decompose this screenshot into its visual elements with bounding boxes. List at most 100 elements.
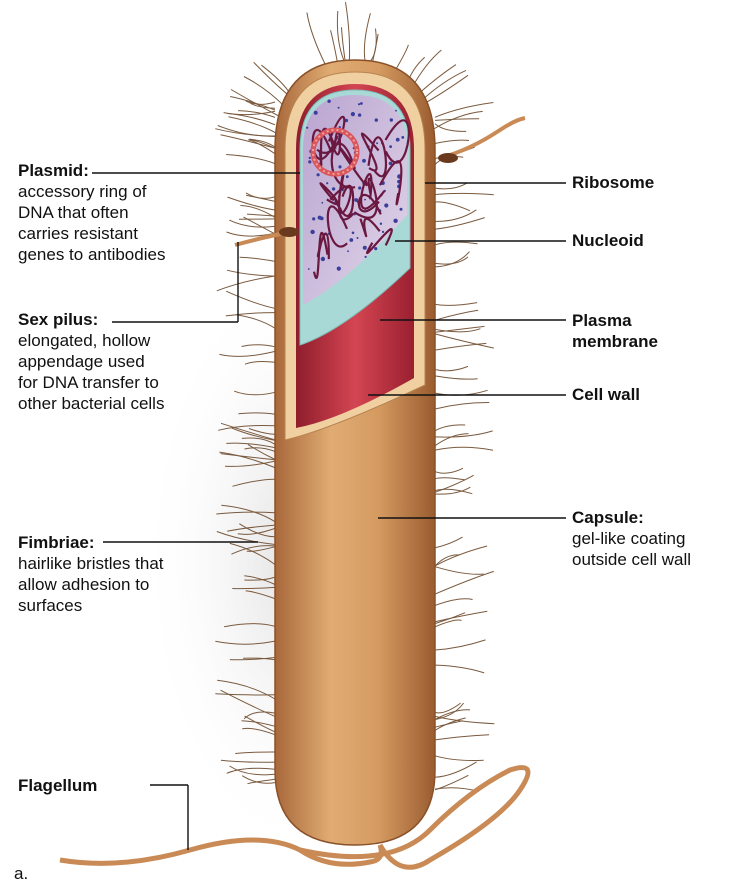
fimbria [231,90,281,118]
fimbria [435,721,463,728]
fimbria [435,210,476,222]
ribosome [321,202,323,204]
flagellum-label: Flagellum [18,775,97,796]
fimbria [254,62,291,97]
ribosome [360,102,363,105]
plasmid-description: accessory ring of DNA that often carries… [18,181,218,265]
fimbriae-title: Fimbriae: [18,532,218,553]
ribosome [338,107,340,109]
fimbria [346,2,350,60]
ribosome [362,159,366,163]
fimbria [435,310,478,320]
fimbria [435,303,477,306]
panel-label: a. [14,864,28,884]
ribosome [389,145,392,148]
nucleoid-label: Nucleoid [572,230,644,251]
ribosome [326,182,328,184]
ribosome [364,199,366,201]
ribosome-title: Ribosome [572,172,654,193]
ribosome [352,232,355,235]
ribosome [393,219,397,223]
ribosome [358,103,360,105]
fimbria [370,29,376,62]
fimbria [435,376,478,379]
ribosome [384,203,388,207]
ribosome [380,223,382,225]
fimbria [240,257,275,261]
ribosome [374,247,377,250]
ribosome [312,217,315,220]
ribosome [382,231,384,233]
fimbria [435,756,484,761]
fimbriae-description: hairlike bristles that allow adhesion to… [18,553,218,616]
fimbria [228,197,276,210]
fimbria [435,242,478,245]
ribosome [349,238,353,242]
ribosome-label: Ribosome [572,172,654,193]
ribosome [332,187,335,190]
ribosome [318,216,322,220]
ribosome [395,110,397,112]
plasma-membrane-title: Plasma membrane [572,310,658,352]
fimbria [229,117,277,133]
ribosome [308,160,311,163]
plasmid-label: Plasmid: accessory ring of DNA that ofte… [18,160,218,265]
capsule-title: Capsule: [572,507,732,528]
ribosome [358,186,361,189]
fimbria [435,124,466,132]
ribosome [375,118,378,121]
fimbria [435,762,477,777]
ribosome [390,118,393,121]
fimbria [246,193,275,199]
ribosome [321,257,325,261]
cell-wall-title: Cell wall [572,384,640,405]
fimbria [435,366,468,370]
fimbria [337,11,344,61]
plasmid-title: Plasmid: [18,160,218,181]
fimbria [435,183,467,189]
fimbria [435,735,489,740]
ribosome [317,173,320,176]
ribosome [401,136,404,139]
ribosome [314,111,318,115]
flagellum-title: Flagellum [18,775,97,796]
ribosome [358,113,361,116]
ribosome [396,138,400,142]
fimbria [221,135,276,148]
ribosome [309,157,311,159]
ribosome [310,230,314,234]
ribosome [337,267,341,271]
sex-pilus-label: Sex pilus: elongated, hollow appendage u… [18,309,218,414]
fimbria [435,218,485,230]
ribosome [376,142,378,144]
fimbria [226,155,275,164]
ribosome [346,175,349,178]
capsule-description: gel-like coating outside cell wall [572,528,732,570]
fimbria [435,402,489,409]
ribosome [347,250,349,252]
fimbriae-label: Fimbriae: hairlike bristles that allow a… [18,532,218,616]
cell-wall-label: Cell wall [572,384,640,405]
fimbria [261,65,291,95]
fimbria [307,13,326,67]
fimbria [331,30,338,62]
nucleoid-title: Nucleoid [572,230,644,251]
fimbria [364,13,370,60]
fimbria [435,119,479,121]
fimbria [424,75,468,104]
sex-pilus-title: Sex pilus: [18,309,218,330]
fimbria [435,193,494,194]
sex-pilus-description: elongated, hollow appendage used for DNA… [18,330,218,414]
ribosome [357,237,359,239]
plasma-membrane-label: Plasma membrane [572,310,658,352]
ribosome [363,246,367,250]
ribosome [351,112,355,116]
ribosome [306,127,308,129]
ribosome [365,256,367,258]
ribosome [327,100,330,103]
fimbria [435,140,469,143]
ribosome [400,208,403,211]
capsule-label: Capsule: gel-like coating outside cell w… [572,507,732,570]
fimbria [435,202,470,211]
